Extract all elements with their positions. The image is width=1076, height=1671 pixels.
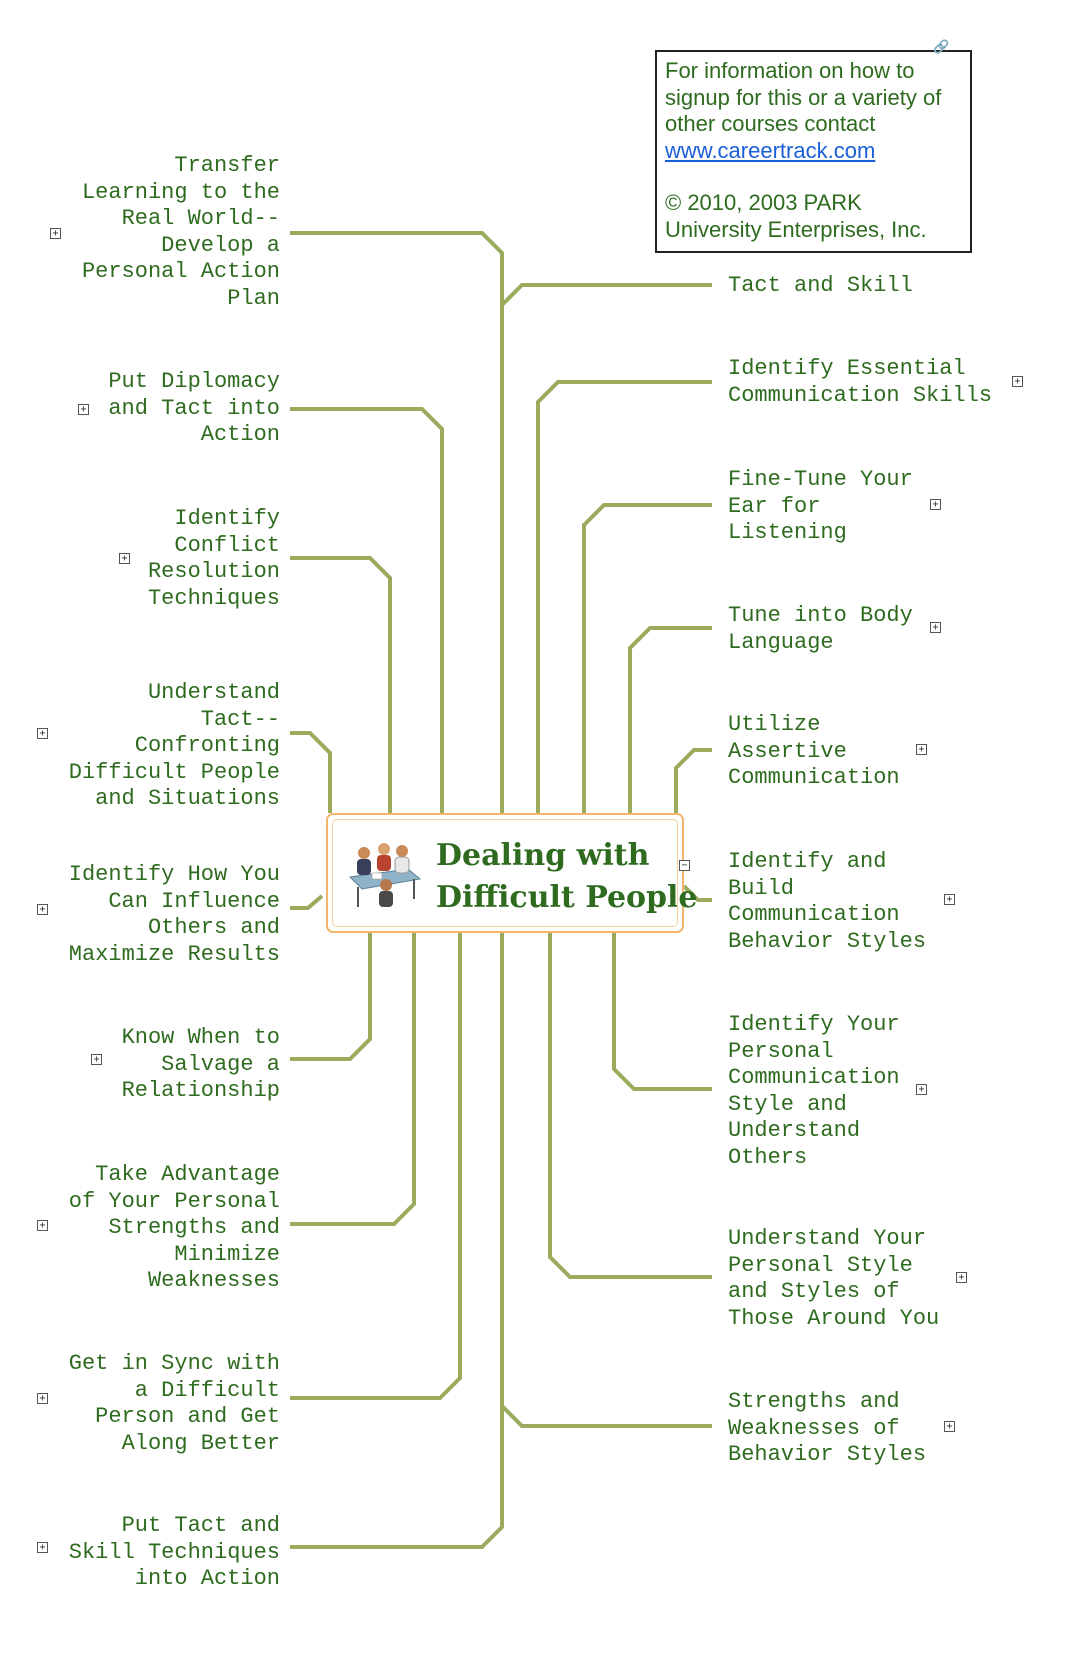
central-title-line: Difficult People bbox=[436, 880, 698, 915]
expand-icon[interactable]: + bbox=[916, 1084, 927, 1095]
info-line: For information on how to bbox=[665, 58, 915, 83]
expand-icon[interactable]: + bbox=[944, 894, 955, 905]
topic-left[interactable]: Know When to Salvage a Relationship bbox=[121, 1025, 280, 1103]
topic-left[interactable]: Put Diplomacy and Tact into Action bbox=[108, 369, 280, 447]
expand-icon[interactable]: + bbox=[50, 228, 61, 239]
connector-right-1 bbox=[536, 380, 712, 813]
expand-icon[interactable]: + bbox=[37, 1393, 48, 1404]
topic-left[interactable]: Identify How You Can Influence Others an… bbox=[68, 862, 280, 967]
expand-icon[interactable]: + bbox=[956, 1272, 967, 1283]
paperclip-icon[interactable]: 🔗 bbox=[933, 40, 950, 55]
connector-right-3 bbox=[628, 626, 712, 813]
central-topic[interactable]: Dealing with Difficult People bbox=[326, 813, 698, 933]
connector-right-4 bbox=[674, 748, 712, 813]
topic-left[interactable]: Put Tact and Skill Techniques into Actio… bbox=[68, 1513, 280, 1591]
topic-right[interactable]: Tact and Skill bbox=[728, 273, 913, 298]
expand-icon[interactable]: + bbox=[37, 728, 48, 739]
connector-right-7 bbox=[548, 933, 712, 1279]
copyright-line: University Enterprises, Inc. bbox=[665, 216, 927, 242]
connector-right-8 bbox=[500, 1404, 712, 1428]
topic-left[interactable]: Take Advantage of Your Personal Strength… bbox=[68, 1162, 280, 1293]
collapse-icon[interactable]: − bbox=[679, 860, 690, 871]
topic-right[interactable]: Tune into Body Language bbox=[728, 603, 913, 655]
expand-icon[interactable]: + bbox=[1012, 376, 1023, 387]
connector-left-5 bbox=[290, 933, 372, 1061]
topic-right[interactable]: Fine-Tune Your Ear for Listening bbox=[728, 467, 913, 545]
connector-left-1 bbox=[290, 407, 444, 813]
topic-left[interactable]: Understand Tact-- Confronting Difficult … bbox=[68, 680, 280, 811]
topic-right[interactable]: Utilize Assertive Communication bbox=[728, 712, 900, 790]
connector-left-0 bbox=[290, 231, 504, 826]
central-title-line: Dealing with bbox=[436, 838, 650, 873]
connector-left-3 bbox=[290, 731, 332, 813]
copyright-line: © 2010, 2003 PARK bbox=[665, 190, 862, 215]
topic-left[interactable]: Transfer Learning to the Real World-- De… bbox=[81, 153, 280, 311]
info-line: other courses contact bbox=[665, 111, 876, 136]
careertrack-link[interactable]: www.careertrack.com bbox=[665, 137, 876, 163]
connector-right-6 bbox=[612, 933, 712, 1091]
expand-icon[interactable]: + bbox=[78, 404, 89, 415]
info-note-box: For information on how to signup for thi… bbox=[655, 50, 972, 253]
connector-left-2 bbox=[290, 556, 392, 813]
expand-icon[interactable]: + bbox=[37, 1220, 48, 1231]
connector-left-8 bbox=[290, 933, 504, 1549]
meeting-people-icon bbox=[348, 843, 422, 907]
topic-left[interactable]: Get in Sync with a Difficult Person and … bbox=[68, 1351, 280, 1456]
topic-left[interactable]: Identify Conflict Resolution Techniques bbox=[147, 506, 280, 611]
expand-icon[interactable]: + bbox=[916, 744, 927, 755]
expand-icon[interactable]: + bbox=[37, 904, 48, 915]
connector-left-4 bbox=[290, 894, 324, 910]
info-line: signup for this or a variety of bbox=[665, 84, 942, 110]
expand-icon[interactable]: + bbox=[37, 1542, 48, 1553]
connector-right-5 bbox=[682, 884, 712, 902]
expand-icon[interactable]: + bbox=[119, 553, 130, 564]
expand-icon[interactable]: + bbox=[930, 499, 941, 510]
connector-right-0 bbox=[500, 283, 712, 307]
topic-right[interactable]: Identify Your Personal Communication Sty… bbox=[728, 1012, 900, 1170]
connector-left-7 bbox=[290, 933, 462, 1400]
expand-icon[interactable]: + bbox=[930, 622, 941, 633]
connector-right-2 bbox=[582, 503, 712, 813]
topic-right[interactable]: Identify Essential Communication Skills bbox=[728, 356, 993, 408]
topic-right[interactable]: Identify and Build Communication Behavio… bbox=[728, 849, 927, 954]
expand-icon[interactable]: + bbox=[944, 1421, 955, 1432]
topic-right[interactable]: Strengths and Weaknesses of Behavior Sty… bbox=[728, 1389, 927, 1467]
connector-left-6 bbox=[290, 933, 416, 1226]
expand-icon[interactable]: + bbox=[91, 1054, 102, 1065]
topic-right[interactable]: Understand Your Personal Style and Style… bbox=[728, 1226, 940, 1331]
